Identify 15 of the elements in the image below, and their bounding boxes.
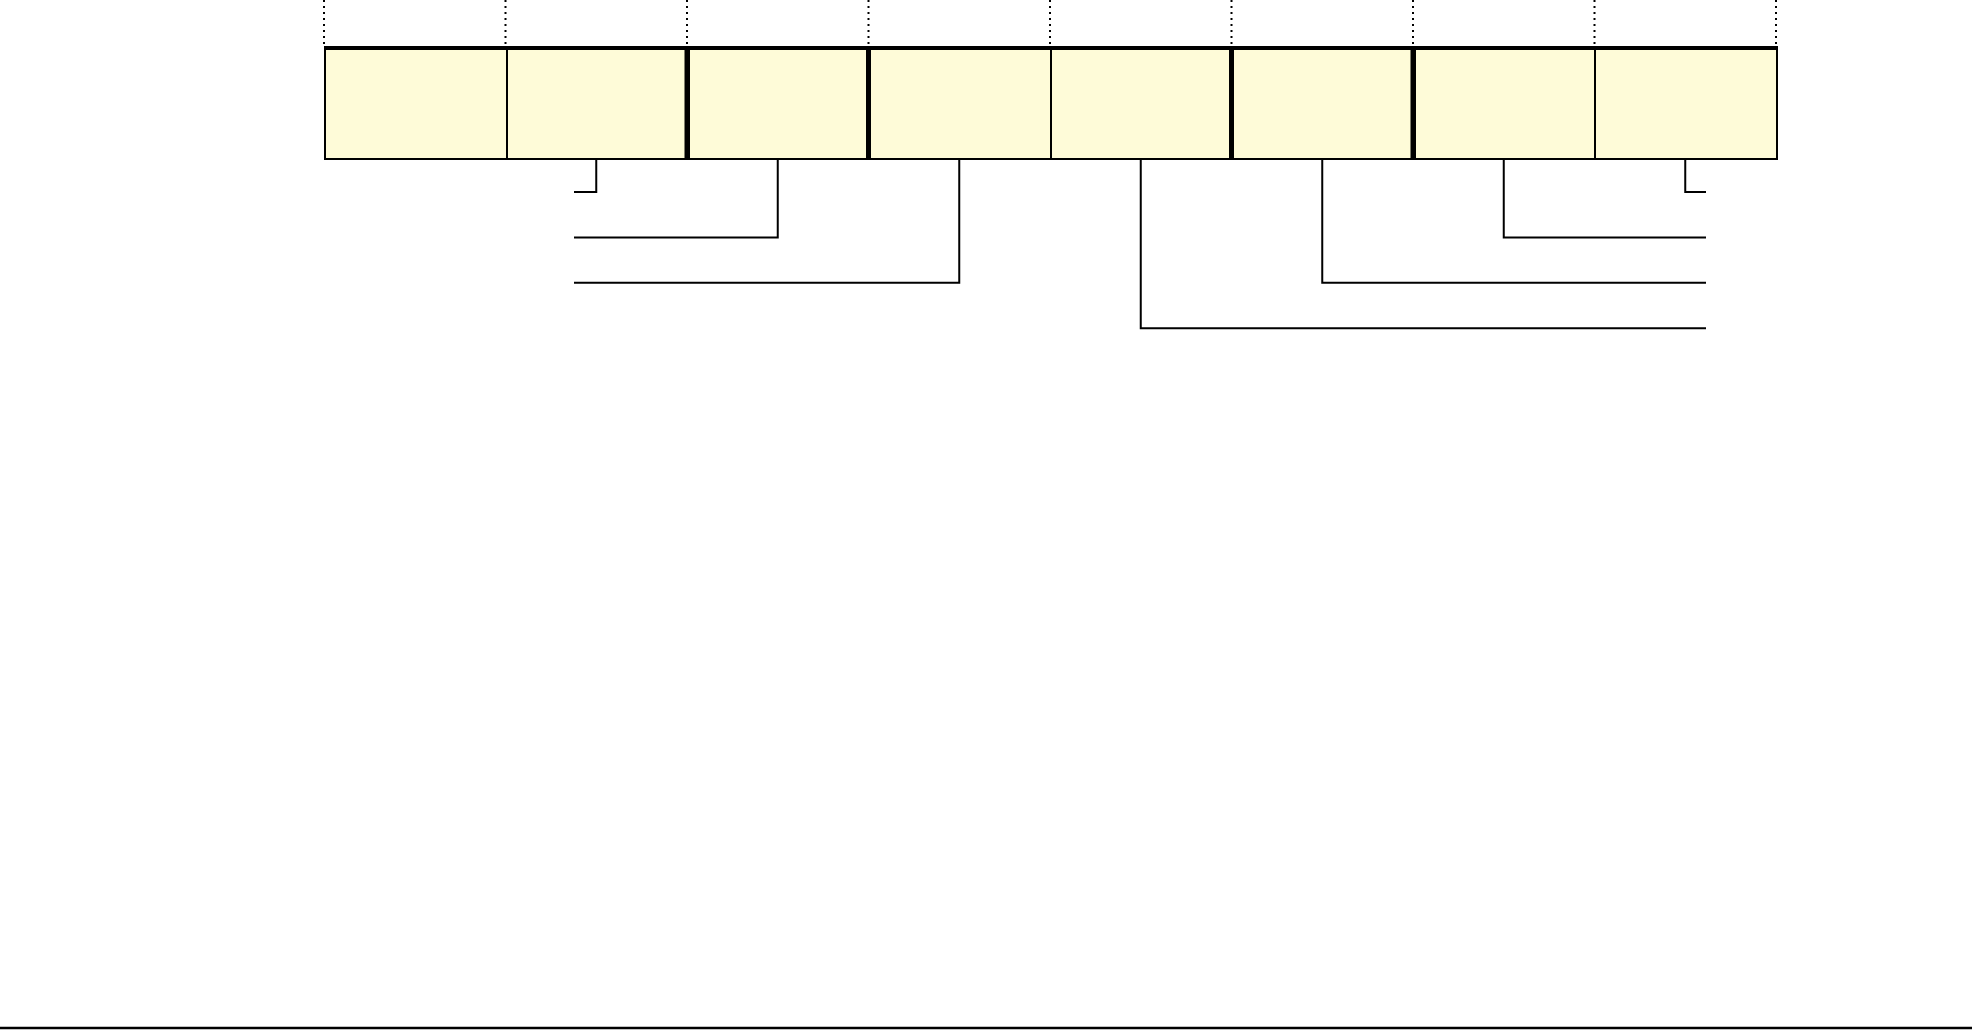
memory-cell-box [1413, 46, 1597, 160]
memory-cell-box [1594, 46, 1778, 160]
leader-line [1139, 159, 1707, 330]
leader-line [573, 159, 961, 284]
leader-line [573, 159, 779, 239]
memory-cell-box [687, 46, 871, 160]
memory-cell-box [505, 46, 689, 160]
leader-line [573, 159, 598, 193]
memory-cell-box [868, 46, 1052, 160]
leader-line [1502, 159, 1707, 239]
memory-cell-box [1231, 46, 1415, 160]
leader-line [1321, 159, 1707, 284]
memory-cell-box [324, 46, 508, 160]
leader-line [1684, 159, 1707, 193]
memory-cell-box [1050, 46, 1234, 160]
